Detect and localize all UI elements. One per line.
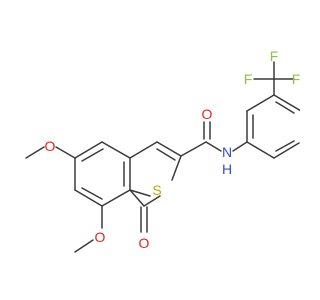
fluorine-right-label: F [292,71,300,87]
bond [129,141,158,159]
bond [273,142,300,159]
bond-inner [275,140,295,152]
bond [55,146,76,159]
bond [246,141,275,159]
bond [246,94,275,112]
bond [129,189,151,197]
bond [101,189,131,207]
amide-hydrogen-label: H [222,161,232,177]
thiopyranone-ring [129,141,182,207]
bond-inner [275,101,295,114]
bond [101,141,131,159]
amide-oxygen-label: O [202,106,213,122]
methoxy-oxygen-7-label: O [45,138,56,154]
structure-diagram: O N H S O O O F F F [25,48,300,253]
bond [74,141,103,159]
molecule-canvas: O N H S O O O F F F [25,48,300,253]
bond [143,195,161,207]
ring-carbonyl [140,206,148,233]
bond [25,146,45,159]
benzene-ring-right [246,94,300,159]
bond-inner [156,148,176,161]
bond [205,141,222,152]
bond [171,155,182,181]
fluorine-top-label: F [270,48,279,64]
bond [156,141,182,157]
trifluoromethyl-group [253,61,295,96]
amide-nitrogen-label: N [222,144,232,160]
bond-inner [81,187,103,200]
benzene-ring-left [74,141,131,207]
bond [180,141,207,157]
bond [232,141,248,152]
bond [74,189,103,207]
ring-carbonyl-oxygen-label: O [139,235,150,251]
sulfur-label: S [152,182,161,198]
bond [273,94,300,112]
bond [74,239,94,253]
bond [129,189,145,207]
fluorine-left-label: F [244,71,253,87]
methoxy-oxygen-8-label: O [95,229,106,245]
bond-inner [81,148,104,162]
methoxy-groups [25,146,103,253]
amide-group [180,121,248,157]
